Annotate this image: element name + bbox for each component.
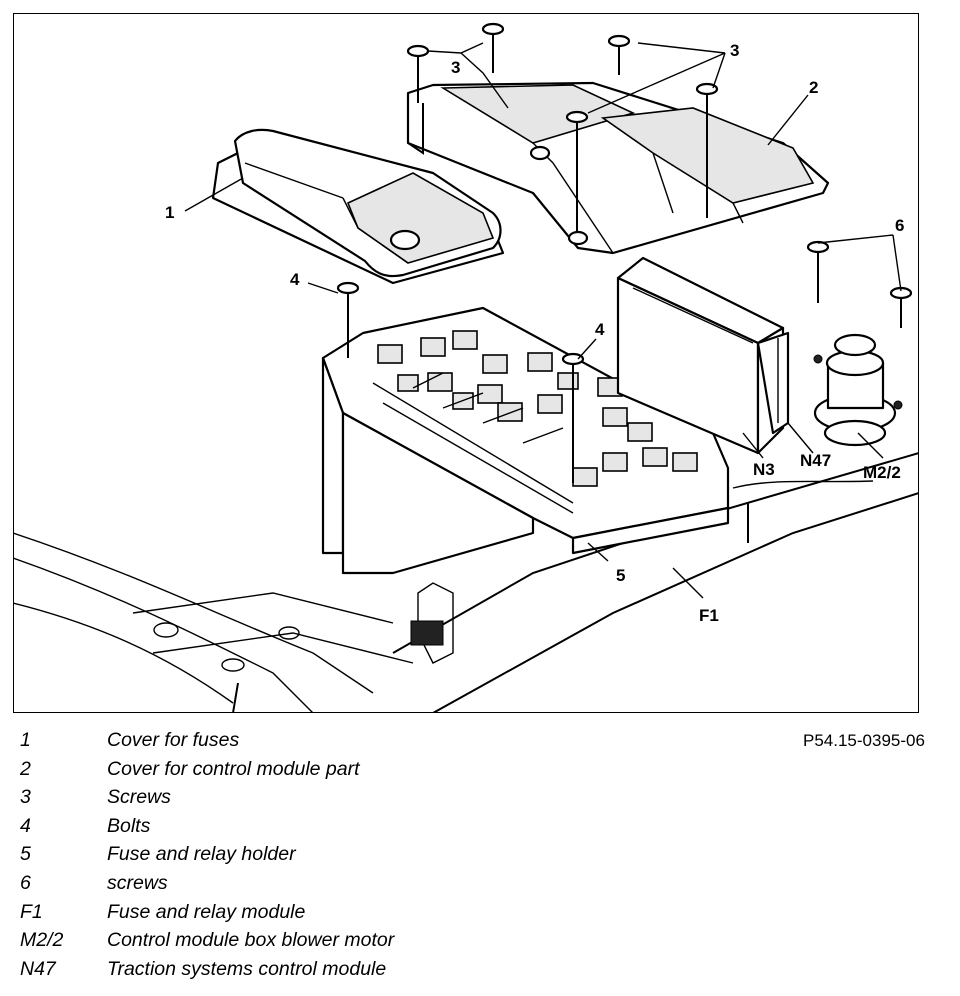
- fuse-cover-part: [211, 128, 505, 285]
- legend-description: Traction systems control module: [107, 957, 387, 980]
- legend-description: Control module box blower motor: [107, 929, 395, 952]
- legend-description: Fuse and relay module: [107, 900, 306, 923]
- legend-item: 6 screws: [20, 872, 720, 901]
- legend-key: 1: [20, 729, 31, 751]
- legend-item: 5 Fuse and relay holder: [20, 843, 720, 872]
- exploded-view-illustration: 1 2 3 3 4 4 5 6 F1 N3 N47 M2/2: [13, 13, 919, 713]
- callout-5: 5: [616, 566, 625, 585]
- fuse-relay-holder: [321, 306, 730, 664]
- legend-description: Screws: [107, 786, 171, 809]
- callout-1: 1: [165, 203, 174, 222]
- legend-item: 3 Screws: [20, 786, 720, 815]
- legend-key: 4: [20, 814, 31, 837]
- callout-6: 6: [895, 216, 904, 235]
- legend-list: 1 Cover for fuses 2 Cover for control mo…: [20, 729, 720, 986]
- callout-3-right: 3: [730, 41, 739, 60]
- legend-description: screws: [107, 871, 168, 894]
- callout-3-left: 3: [451, 58, 460, 77]
- callout-n3: N3: [753, 460, 775, 479]
- legend-key: 5: [20, 843, 31, 866]
- legend-item: N47 Traction systems control module: [20, 958, 720, 987]
- callout-2: 2: [809, 78, 818, 97]
- legend-key: 2: [20, 757, 31, 780]
- legend-item: F1 Fuse and relay module: [20, 901, 720, 930]
- legend-description: Cover for control module part: [107, 757, 360, 780]
- blower-motor-m2-2: [813, 333, 903, 447]
- callout-m2-2: M2/2: [863, 463, 901, 482]
- callout-4-left: 4: [290, 270, 300, 289]
- callout-4-right: 4: [595, 320, 605, 339]
- callout-n47: N47: [800, 451, 831, 470]
- legend-item: M2/2 Control module box blower motor: [20, 929, 720, 958]
- callout-f1: F1: [699, 606, 719, 625]
- legend-item: 4 Bolts: [20, 815, 720, 844]
- legend-item: 2 Cover for control module part: [20, 758, 720, 787]
- legend-description: Bolts: [107, 814, 151, 837]
- legend-key: 6: [20, 871, 31, 894]
- bolts-group-4: [336, 281, 585, 483]
- legend-key: F1: [20, 900, 43, 923]
- legend-key: M2/2: [20, 929, 64, 952]
- legend-description: Cover for fuses: [107, 729, 240, 751]
- fuses-and-relays: [377, 330, 698, 487]
- leader-lines: [184, 42, 902, 599]
- legend-key: N47: [20, 957, 56, 980]
- legend-item: 1 Cover for fuses: [20, 729, 720, 758]
- legend-description: Fuse and relay holder: [107, 843, 296, 866]
- figure-reference-number: P54.15-0395-06: [803, 731, 925, 750]
- legend-key: 3: [20, 786, 31, 809]
